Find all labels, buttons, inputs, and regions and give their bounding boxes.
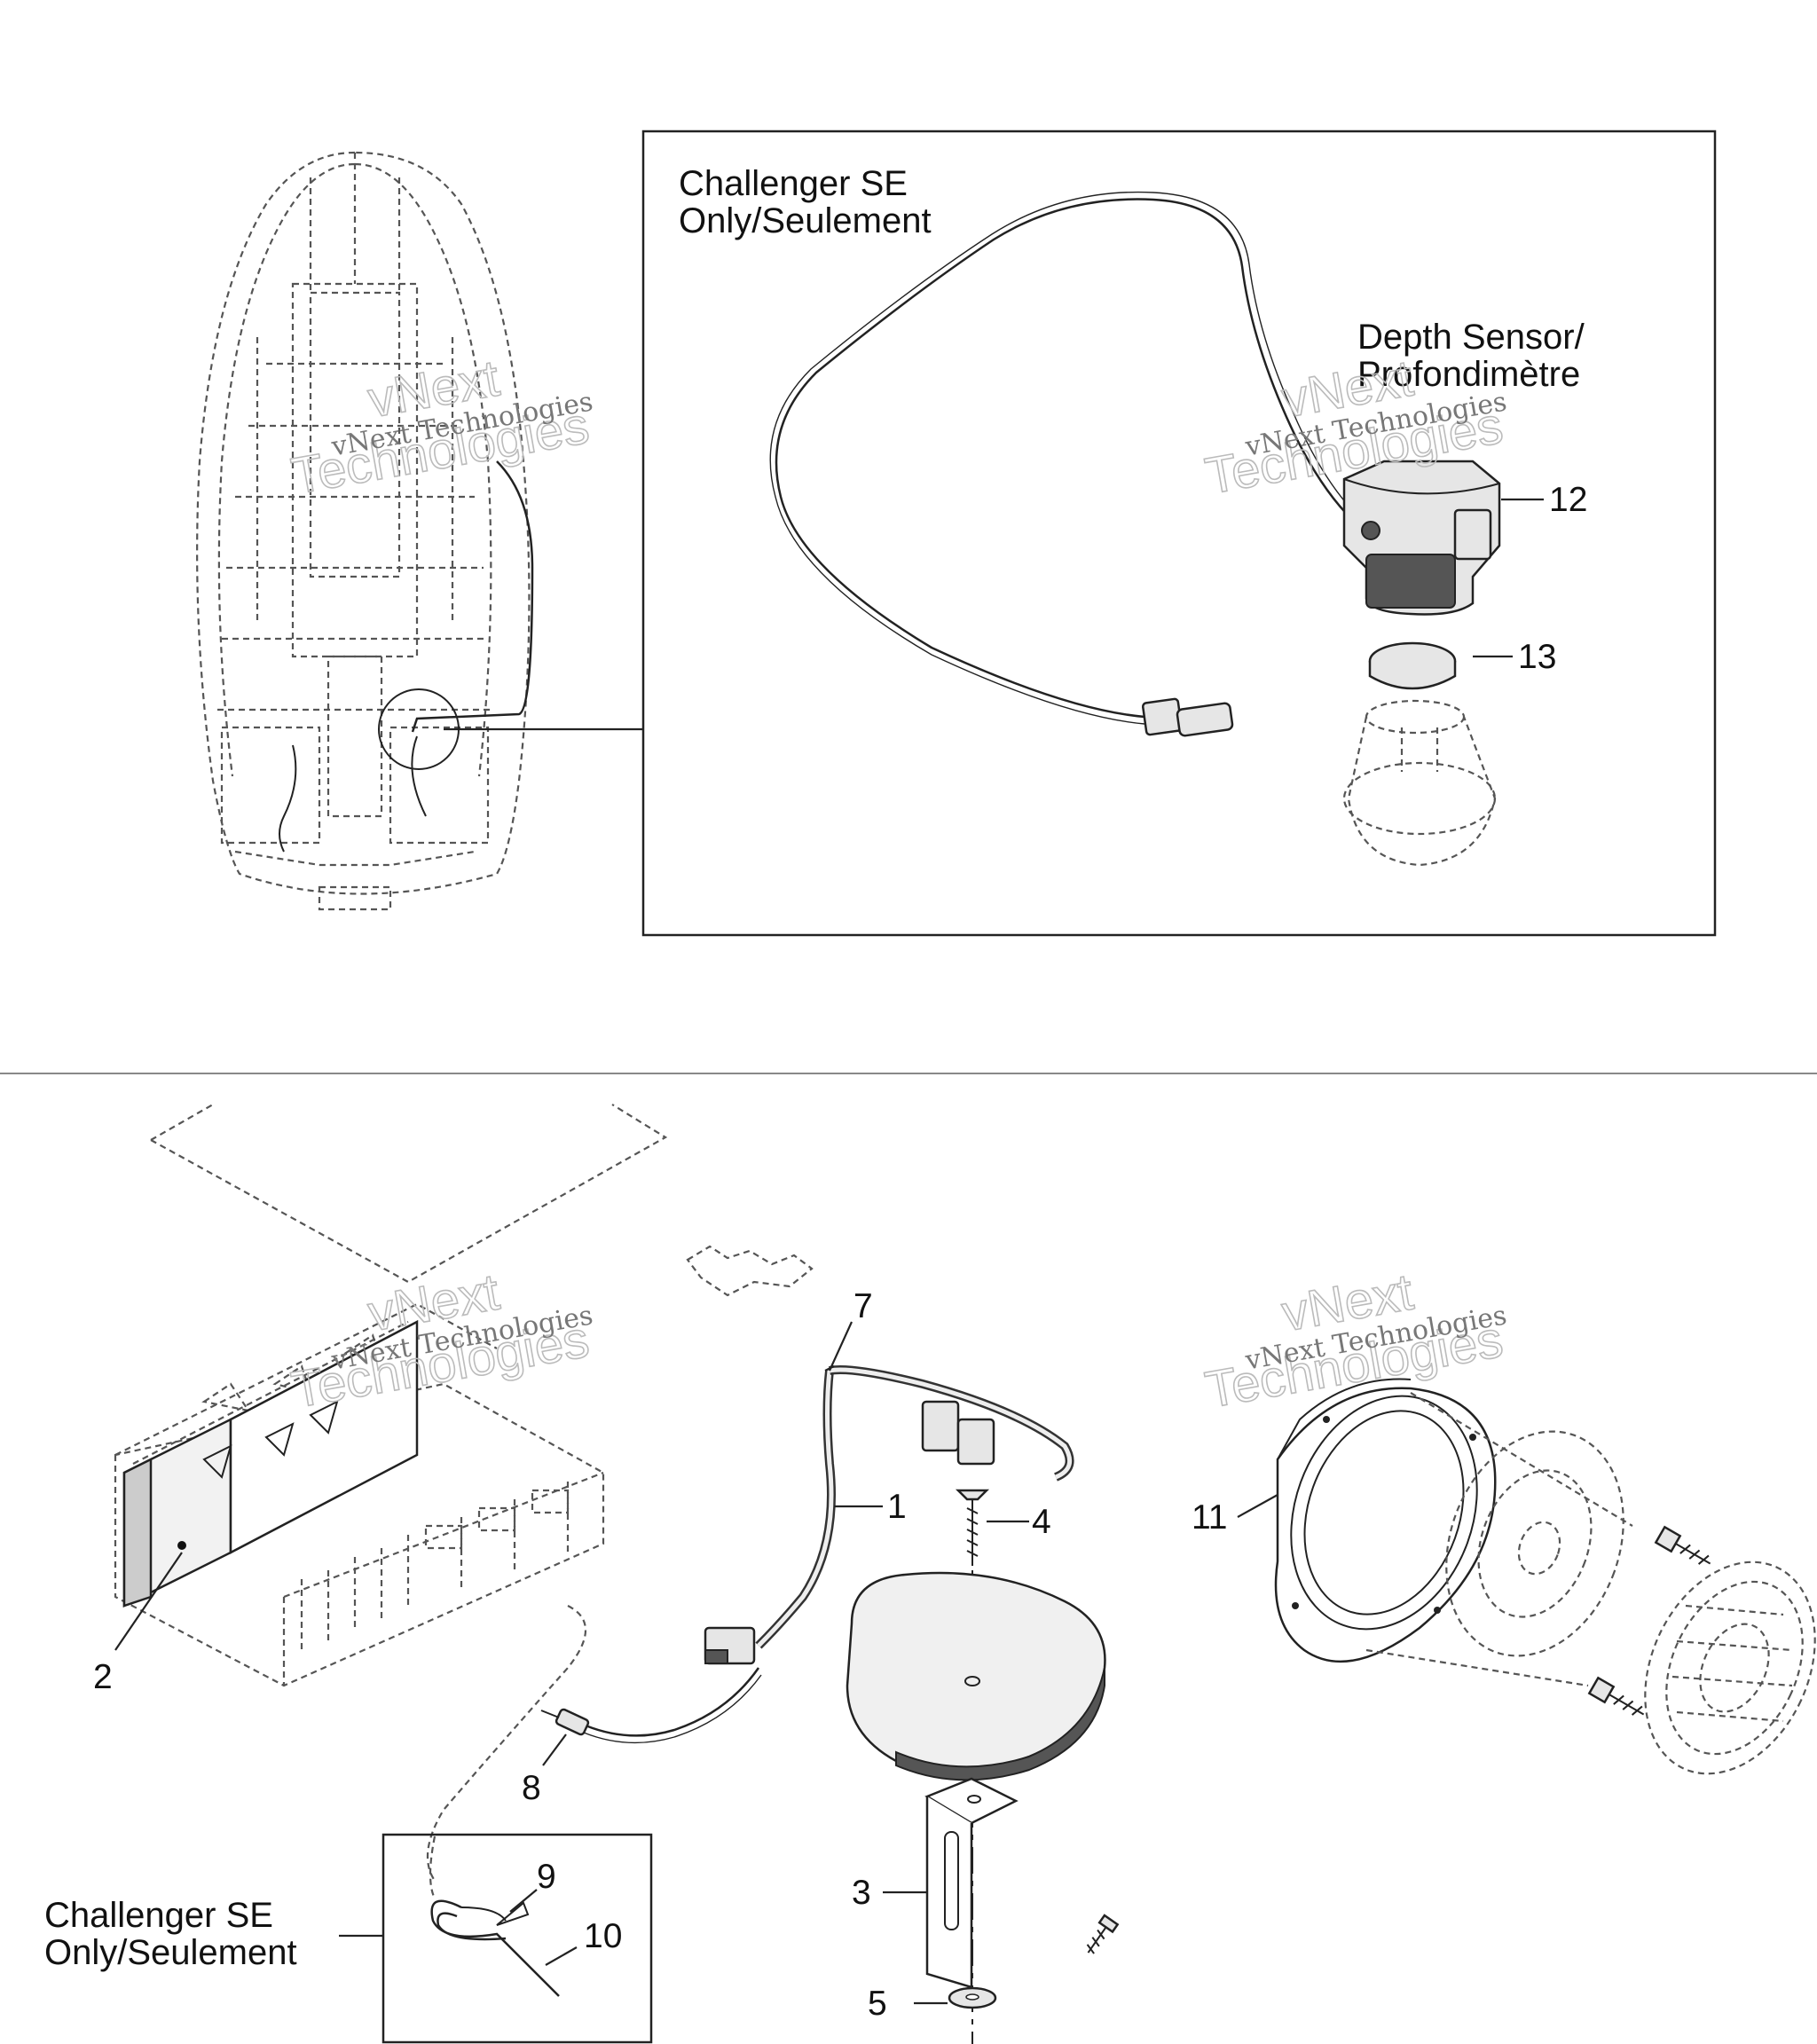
inset-frame-top (641, 130, 1717, 937)
depth-sensor-cable-inner (769, 191, 1371, 725)
callout-1: 1 (887, 1488, 907, 1526)
speaker-grille (1644, 1561, 1816, 1775)
dashboard-panel (150, 1104, 668, 1284)
rca-cable-8 (540, 1667, 762, 1744)
callout-2: 2 (93, 1658, 113, 1696)
clip-9-wire-10 (429, 1836, 560, 1997)
caption-challenger-bottom: Challenger SE Only/Seulement (44, 1896, 297, 1972)
radio-unit (114, 1302, 605, 1687)
caption-challenger-top: Challenger SE Only/Seulement (679, 164, 932, 240)
aux-wire-dashed (426, 1605, 587, 1882)
callout-4: 4 (1032, 1503, 1051, 1541)
caption-depth-sensor: Depth Sensor/ Profondimètre (1357, 318, 1594, 394)
depth-sensor-cable (775, 198, 1367, 719)
washer-5 (948, 1986, 997, 2009)
seal-disc-13 (1368, 641, 1457, 690)
callout-7: 7 (853, 1287, 873, 1325)
small-bracket (686, 1245, 814, 1297)
speaker-screw-lower (1587, 1676, 1645, 1716)
bracket-3 (924, 1777, 1019, 1989)
speaker-ring-11 (1274, 1378, 1497, 1663)
watermark-4: vNext Technologies vNext Technologies (1200, 1262, 1509, 1420)
callout-3: 3 (852, 1874, 871, 1912)
watermark-3: vNext Technologies vNext Technologies (287, 1262, 595, 1420)
small-screw (1086, 1914, 1120, 1954)
sensor-housing (1342, 699, 1497, 867)
boat-hull-top-view (196, 151, 531, 911)
radio-faceplate-2 (122, 1319, 419, 1608)
speaker-cone (1365, 1392, 1633, 1687)
wiring-harness-1 (704, 1365, 1074, 1665)
callout-9: 9 (537, 1858, 556, 1896)
callout-5: 5 (868, 1985, 887, 2023)
inset-frame-bottom (381, 1833, 653, 2044)
callout-10: 10 (584, 1917, 622, 1955)
watermark-1: vNext Technologies vNext Technologies (287, 349, 595, 507)
callout-12: 12 (1549, 481, 1587, 519)
depth-sensor-12 (1342, 460, 1501, 616)
speaker-cushion (846, 1571, 1106, 1781)
depth-sensor-connector (1141, 697, 1234, 737)
callout-8: 8 (522, 1769, 541, 1807)
hull-sensor-wire (411, 460, 534, 733)
callout-11: 11 (1192, 1498, 1228, 1537)
speaker-screw-upper (1654, 1525, 1711, 1565)
callout-13: 13 (1518, 638, 1556, 676)
screw-4 (955, 1489, 990, 1566)
tie-7 (824, 1321, 853, 1372)
